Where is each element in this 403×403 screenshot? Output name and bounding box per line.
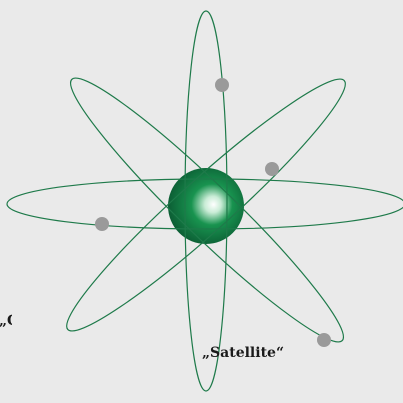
orbit-diagonal-falling [69, 77, 345, 343]
electron-top [215, 78, 229, 92]
core-label: „Core“ [0, 314, 12, 328]
core-label-text: „Core“ [0, 314, 12, 328]
electron-upper-right [265, 162, 279, 176]
electron-lower-right [317, 333, 331, 347]
orbit-diagonal-rising [66, 78, 346, 332]
satellite-label: „Satellite“ [202, 345, 284, 361]
orbit-vertical [184, 10, 228, 392]
orbit-horizontal [6, 178, 403, 230]
electron-left [95, 217, 109, 231]
